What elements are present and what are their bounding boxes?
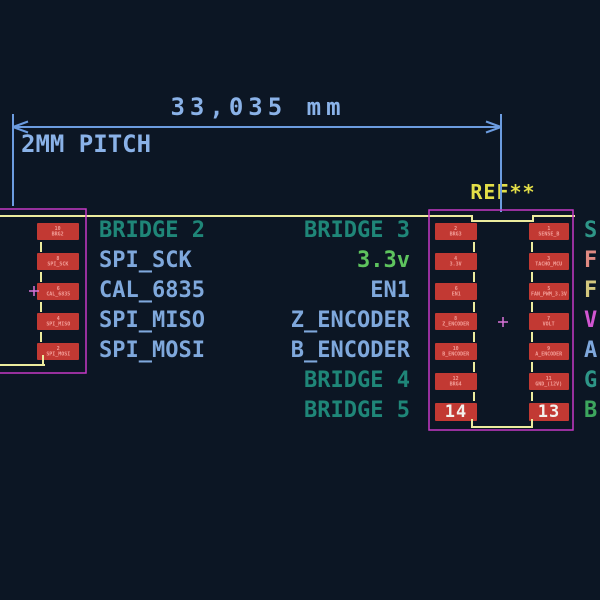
pad-net-name: SENSE_B xyxy=(538,230,560,237)
net-label-bridge-2[interactable]: BRIDGE 2 xyxy=(99,218,205,243)
net-label-bridge-5[interactable]: BRIDGE 5 xyxy=(304,398,410,423)
pad-net-name: Z_ENCODER xyxy=(442,320,470,327)
net-label-bridge-4[interactable]: BRIDGE 4 xyxy=(304,368,410,393)
silk-right-connector-bottom xyxy=(471,419,533,428)
pad-net-name: SPI_MISO xyxy=(46,320,70,327)
net-label-edge-partial-3[interactable]: V xyxy=(584,308,598,333)
pad-net-name: FAN_PWM_3.3V xyxy=(531,290,567,297)
pad-net-name: BRG4 xyxy=(450,380,462,387)
dimension-arrow-right xyxy=(485,120,502,134)
dimension-value[interactable]: 33,035 mm xyxy=(170,93,346,121)
pad-net-name: B_ENCODER xyxy=(442,350,470,357)
net-label-spi-miso[interactable]: SPI_MISO xyxy=(99,308,205,333)
pad-net-name: BRG3 xyxy=(450,230,462,237)
pitch-note[interactable]: 2MM PITCH xyxy=(21,130,152,158)
net-label-spi-sck[interactable]: SPI_SCK xyxy=(99,248,192,273)
net-label-en1[interactable]: EN1 xyxy=(370,278,410,303)
dimension-lines xyxy=(12,114,502,212)
net-label-z-encoder[interactable]: Z_ENCODER xyxy=(290,308,410,333)
pad-net-name: 3.3V xyxy=(450,260,462,267)
net-label-edge-partial-1[interactable]: F xyxy=(584,248,598,273)
pad-number: 13 xyxy=(537,401,561,422)
anchor-plus-icon-right xyxy=(498,317,508,327)
net-label-b-encoder[interactable]: B_ENCODER xyxy=(290,338,410,363)
net-label-bridge-3[interactable]: BRIDGE 3 xyxy=(304,218,410,243)
pad-net-name: BRG2 xyxy=(52,230,64,237)
pad-net-name: EN1 xyxy=(451,290,461,297)
pad-net-name: A_ENCODER xyxy=(535,350,563,357)
net-label-spi-mosi[interactable]: SPI_MOSI xyxy=(99,338,205,363)
pad-net-name: CAL_6835 xyxy=(46,290,70,297)
pad-net-name: SPI_MOSI xyxy=(46,350,70,357)
net-label-cal-6835[interactable]: CAL_6835 xyxy=(99,278,205,303)
pad-number: 14 xyxy=(444,401,468,422)
pad-net-name: SPI_SCK xyxy=(47,260,69,267)
net-label-edge-partial-4[interactable]: A xyxy=(584,338,598,363)
net-label-edge-partial-0[interactable]: S xyxy=(584,218,598,243)
pad-net-name: TACHO_MCU xyxy=(535,260,563,267)
pad-net-name: VOLT xyxy=(543,320,555,327)
footprint-reference-label[interactable]: REF** xyxy=(470,180,536,204)
net-label-edge-partial-5[interactable]: G xyxy=(584,368,598,393)
pad-rightconn-14[interactable]: 14 xyxy=(435,403,477,421)
pad-rightconn-13[interactable]: 13 xyxy=(529,403,569,421)
pad-net-name: GND_(12V) xyxy=(535,380,563,387)
net-label-3-3v[interactable]: 3.3v xyxy=(357,248,410,273)
net-label-edge-partial-2[interactable]: F xyxy=(584,278,598,303)
net-label-edge-partial-6[interactable]: B xyxy=(584,398,598,423)
